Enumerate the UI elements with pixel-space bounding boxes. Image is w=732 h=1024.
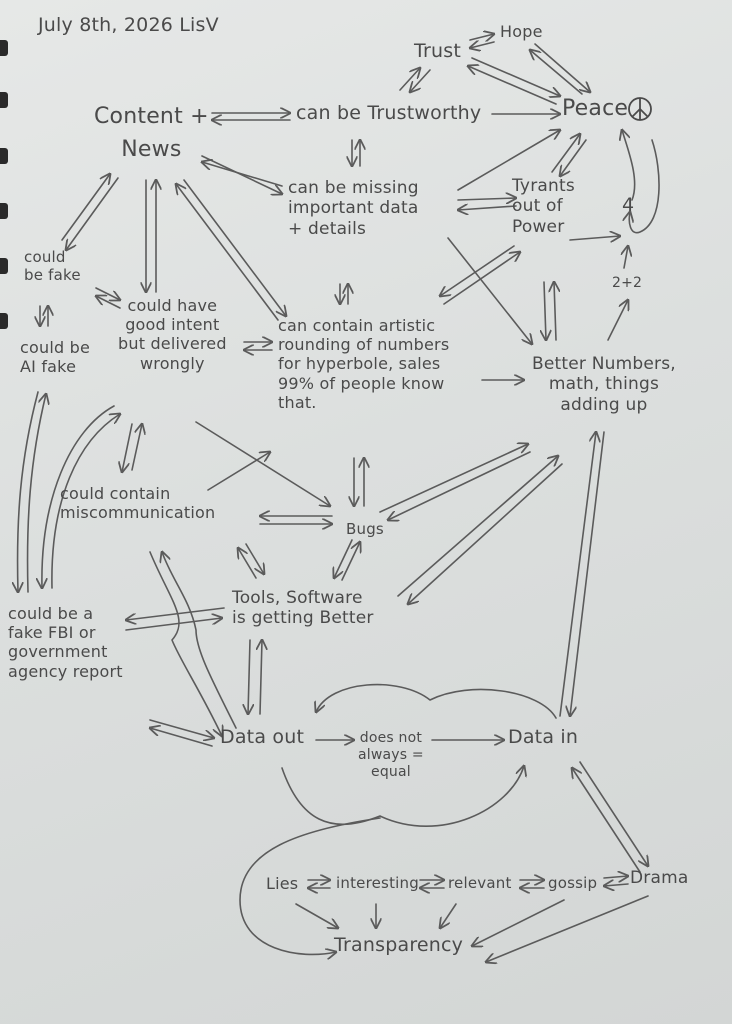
arrow-tools-dataout <box>248 639 250 714</box>
node-tyrants: Tyrants out of Power <box>512 176 575 237</box>
arrow-good-bugs <box>195 421 330 506</box>
arrow-tyrants-better <box>544 281 546 340</box>
arrow-loop-lies <box>239 817 381 954</box>
node-lies: Lies <box>266 874 299 893</box>
peace-symbol-icon <box>627 96 653 122</box>
arrow-hope-peace <box>534 43 590 92</box>
arrow-peace-four-loop <box>629 139 660 234</box>
arrow-fake-content <box>61 174 110 241</box>
node-miscommunication: could contain miscommunication <box>60 484 216 523</box>
arrow-peace-hope <box>530 50 583 95</box>
arrow-misc-rounding <box>207 452 270 491</box>
arrow-tyrants-four <box>569 236 620 240</box>
arrow-bugs-better <box>379 444 528 513</box>
arrow-hope-trust <box>470 42 495 48</box>
arrow-four-peace <box>622 130 636 201</box>
node-trust: Trust <box>414 40 462 62</box>
node-peace: Peace <box>562 96 629 121</box>
arrow-dataout-fbi <box>150 728 213 747</box>
node-tools-software: Tools, Software is getting Better <box>232 588 374 629</box>
arrow-drama-transparency <box>486 895 649 962</box>
arrow-missing-peace <box>457 130 560 191</box>
arrow-trust-peace <box>471 57 560 96</box>
arrow-relevant-transparency <box>440 903 457 928</box>
arrow-good-fbi <box>42 405 115 588</box>
arrow-gossip-drama <box>603 876 628 878</box>
arrow-tools-bugs <box>341 542 360 581</box>
arrow-drama-gossip <box>604 884 629 886</box>
arrow-fake-good <box>95 287 120 300</box>
node-could-be-fake: could be fake <box>24 248 81 284</box>
node-does-not-equal: does not always = equal <box>358 730 424 780</box>
arrow-good-fake <box>96 296 121 309</box>
arrow-datain-dataout-top <box>316 683 557 719</box>
node-fake-fbi: could be a fake FBI or government agency… <box>8 604 123 681</box>
date-author: July 8th, 2026 LisV <box>38 14 219 36</box>
node-data-in: Data in <box>508 726 579 748</box>
node-four: 4 <box>622 194 635 216</box>
arrow-better-twoplustwo <box>607 300 628 341</box>
node-bugs: Bugs <box>346 520 384 538</box>
arrow-tools-misc <box>238 548 257 579</box>
arrow-good-misc <box>122 423 133 472</box>
node-trustworthy: can be Trustworthy <box>296 102 482 124</box>
arrow-better-datain <box>570 431 605 716</box>
node-transparency: Transparency <box>334 934 464 956</box>
arrow-fbi-tools <box>125 618 222 631</box>
arrow-dataout-misc <box>162 552 237 729</box>
arrow-tools-better <box>397 456 558 597</box>
arrow-dataout-datain-bottom <box>281 766 524 827</box>
node-content-news: Content + News <box>94 104 209 162</box>
arrow-missing-tyrants <box>457 198 516 200</box>
arrow-lies-transparency <box>295 903 338 928</box>
arrow-tyrants-rounding <box>440 245 515 296</box>
node-hope: Hope <box>500 22 543 41</box>
arrow-gossip-transparency <box>472 899 565 946</box>
arrow-dataout-tools <box>260 640 262 715</box>
arrow-better-bugs <box>388 451 531 520</box>
node-missing-data: can be missing important data + details <box>288 178 419 239</box>
arrow-tyrants-peace <box>551 134 580 173</box>
arrow-trustworthy-trust <box>399 68 420 91</box>
arrow-content-fake <box>66 177 119 250</box>
node-better-numbers: Better Numbers, math, things adding up <box>532 354 676 415</box>
arrow-misc-good <box>131 424 142 471</box>
node-good-intent: could have good intent but delivered wro… <box>118 296 227 373</box>
arrow-peace-trust <box>468 66 557 105</box>
arrow-trust-hope <box>469 34 494 40</box>
arrow-better-tyrants <box>554 282 556 341</box>
arrow-missing-content <box>202 162 283 187</box>
arrow-fbi-aifake <box>26 394 46 593</box>
arrow-datain-drama <box>579 761 648 866</box>
node-gossip: gossip <box>548 874 598 892</box>
arrow-misc-dataout <box>149 551 222 736</box>
arrow-tools-fbi <box>126 607 225 620</box>
arrow-content-missing <box>201 155 282 194</box>
arrow-better-tools <box>408 463 563 604</box>
arrow-fbi-dataout <box>149 719 214 738</box>
node-interesting: interesting <box>336 874 419 892</box>
arrow-rounding-content <box>176 184 279 321</box>
arrow-content-rounding <box>183 179 286 316</box>
arrow-twoplustwo-four <box>624 246 628 269</box>
arrow-peace-tyrants <box>560 139 587 176</box>
arrow-misc-tools <box>245 543 264 574</box>
arrow-tyrants-missing <box>458 206 517 210</box>
arrow-aifake-fbi <box>18 391 39 592</box>
node-artistic-rounding: can contain artistic rounding of numbers… <box>278 316 450 412</box>
arrow-datain-better <box>559 432 596 717</box>
node-drama: Drama <box>630 868 689 888</box>
arrow-missing-better <box>447 237 532 344</box>
node-could-be-ai-fake: could be AI fake <box>20 338 91 377</box>
node-data-out: Data out <box>220 726 305 748</box>
arrow-rounding-tyrants <box>443 252 520 305</box>
arrow-bugs-tools <box>334 539 353 578</box>
arrow-trust-trustworthy <box>410 69 431 92</box>
node-two-plus-two: 2+2 <box>612 275 643 291</box>
arrow-fbi-good <box>51 414 120 589</box>
node-relevant: relevant <box>448 874 512 892</box>
arrow-drama-datain <box>572 768 641 873</box>
